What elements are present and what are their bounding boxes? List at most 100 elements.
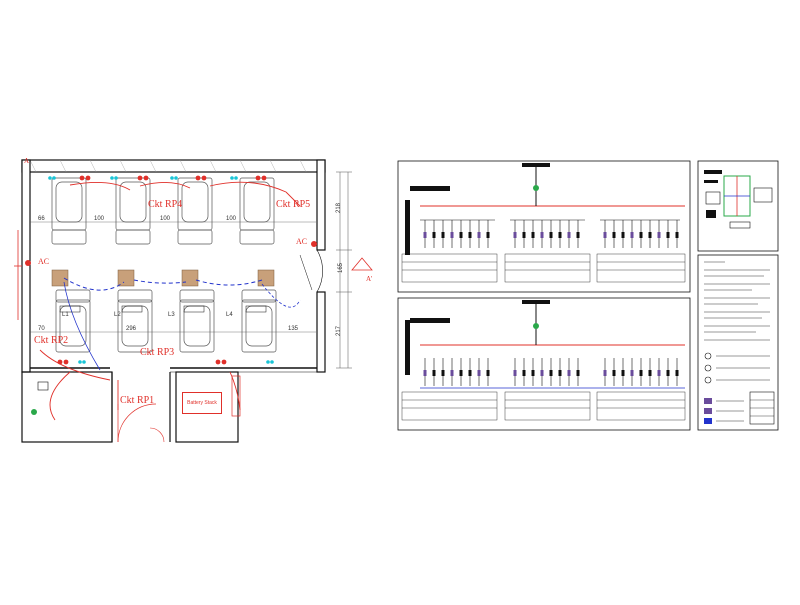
breaker-symbol: [567, 370, 571, 376]
light-label-2: L2: [114, 312, 121, 318]
breaker-symbol: [522, 232, 526, 238]
breaker-symbol: [531, 232, 535, 238]
breaker-symbol: [666, 232, 670, 238]
dim-right-mid: 165: [338, 262, 345, 274]
breaker-symbol: [558, 370, 562, 376]
sheet-upper: [397, 160, 691, 293]
breaker-symbol: [531, 370, 535, 376]
breaker-symbol: [549, 232, 553, 238]
breaker-symbol: [558, 232, 562, 238]
sheet-key-plan: [697, 160, 779, 252]
breaker-symbol: [657, 370, 661, 376]
lighting-circuit: [63, 277, 263, 291]
legend-symbols: [704, 352, 775, 425]
wall-right-lower: [316, 291, 326, 373]
breaker-symbol: [567, 232, 571, 238]
breaker-symbol: [432, 232, 436, 238]
circuit-label-rp2: Ckt RP2: [34, 335, 69, 346]
breaker-symbol: [639, 370, 643, 376]
power-circuits: [39, 181, 301, 421]
breaker-symbol: [675, 232, 679, 238]
breaker-symbol: [576, 232, 580, 238]
breaker-symbol: [621, 232, 625, 238]
breaker-symbol: [423, 232, 427, 238]
breaker-symbol: [432, 370, 436, 376]
dim-top-0: 66: [38, 216, 45, 222]
ac-label-left: AC: [38, 257, 50, 266]
upper-schedule: [401, 253, 686, 283]
breaker-symbol: [549, 370, 553, 376]
dim-top-3: 100: [226, 216, 237, 222]
door-arc: [117, 403, 157, 443]
utility-fixture: [31, 409, 37, 415]
ac-label-right: AC: [296, 237, 308, 246]
breaker-symbol: [675, 370, 679, 376]
breaker-symbol: [612, 232, 616, 238]
floor-plan: [14, 159, 373, 443]
breaker-symbol: [630, 370, 634, 376]
key-plan-diagram: [704, 170, 773, 229]
breaker-symbol: [648, 232, 652, 238]
dim-top-1: 100: [94, 216, 105, 222]
breaker-symbol: [612, 370, 616, 376]
battery-stack-label: Battery Stack: [187, 400, 217, 406]
upper-circuits: [405, 200, 410, 255]
light-label-4: L4: [226, 312, 233, 318]
circuit-label-rp5: Ckt RP5: [276, 199, 311, 210]
upper-breakers: [423, 220, 679, 248]
breaker-symbol: [477, 370, 481, 376]
breaker-symbol: [657, 232, 661, 238]
breaker-symbol: [621, 370, 625, 376]
columns: [51, 269, 275, 287]
sheet-lower: [397, 297, 691, 431]
breaker-symbol: [540, 370, 544, 376]
breaker-symbol: [450, 370, 454, 376]
breaker-symbol: [513, 370, 517, 376]
breaker-symbol: [468, 370, 472, 376]
workstations-top: [51, 177, 275, 245]
breaker-symbol: [648, 370, 652, 376]
breaker-symbol: [522, 370, 526, 376]
section-mark-a: A: [24, 157, 30, 165]
breaker-symbol: [576, 370, 580, 376]
battery-stack-box: Battery Stack: [182, 392, 222, 414]
dim-right-bottom: 217: [336, 325, 343, 337]
breaker-symbol: [486, 370, 490, 376]
utility-room: [21, 371, 113, 443]
breaker-symbol: [666, 370, 670, 376]
data-points: [48, 176, 274, 364]
workstations-bottom: [55, 289, 277, 353]
dim-top-2: 100: [160, 216, 171, 222]
dim-right-top: 218: [336, 202, 343, 214]
breaker-symbol: [441, 232, 445, 238]
breaker-symbol: [603, 232, 607, 238]
section-mark-a-prime: A': [366, 275, 373, 283]
wall-left: [21, 159, 31, 373]
section-mark-right: [351, 257, 373, 271]
lower-breakers: [423, 358, 679, 386]
breaker-symbol: [459, 232, 463, 238]
breaker-symbol: [630, 232, 634, 238]
breaker-symbol: [486, 232, 490, 238]
battery-room: [175, 371, 239, 443]
dim-bottom-1: 296: [126, 326, 137, 332]
dim-bottom-0: 70: [38, 326, 45, 332]
light-label-3: L3: [168, 312, 175, 318]
breaker-symbol: [513, 232, 517, 238]
breaker-symbol: [423, 370, 427, 376]
breaker-symbol: [441, 370, 445, 376]
circuit-label-rp3: Ckt RP3: [140, 347, 175, 358]
schematic: [397, 160, 779, 431]
lower-schedule: [401, 391, 686, 421]
light-label-1: L1: [62, 312, 69, 318]
light-fixtures: [59, 305, 267, 313]
wall-hatch: [29, 159, 307, 173]
breaker-symbol: [477, 232, 481, 238]
dim-bottom-2: 135: [288, 326, 299, 332]
wall-top: [21, 159, 326, 173]
side-door: [316, 249, 323, 293]
breaker-symbol: [459, 370, 463, 376]
wall-right-upper: [316, 159, 326, 251]
